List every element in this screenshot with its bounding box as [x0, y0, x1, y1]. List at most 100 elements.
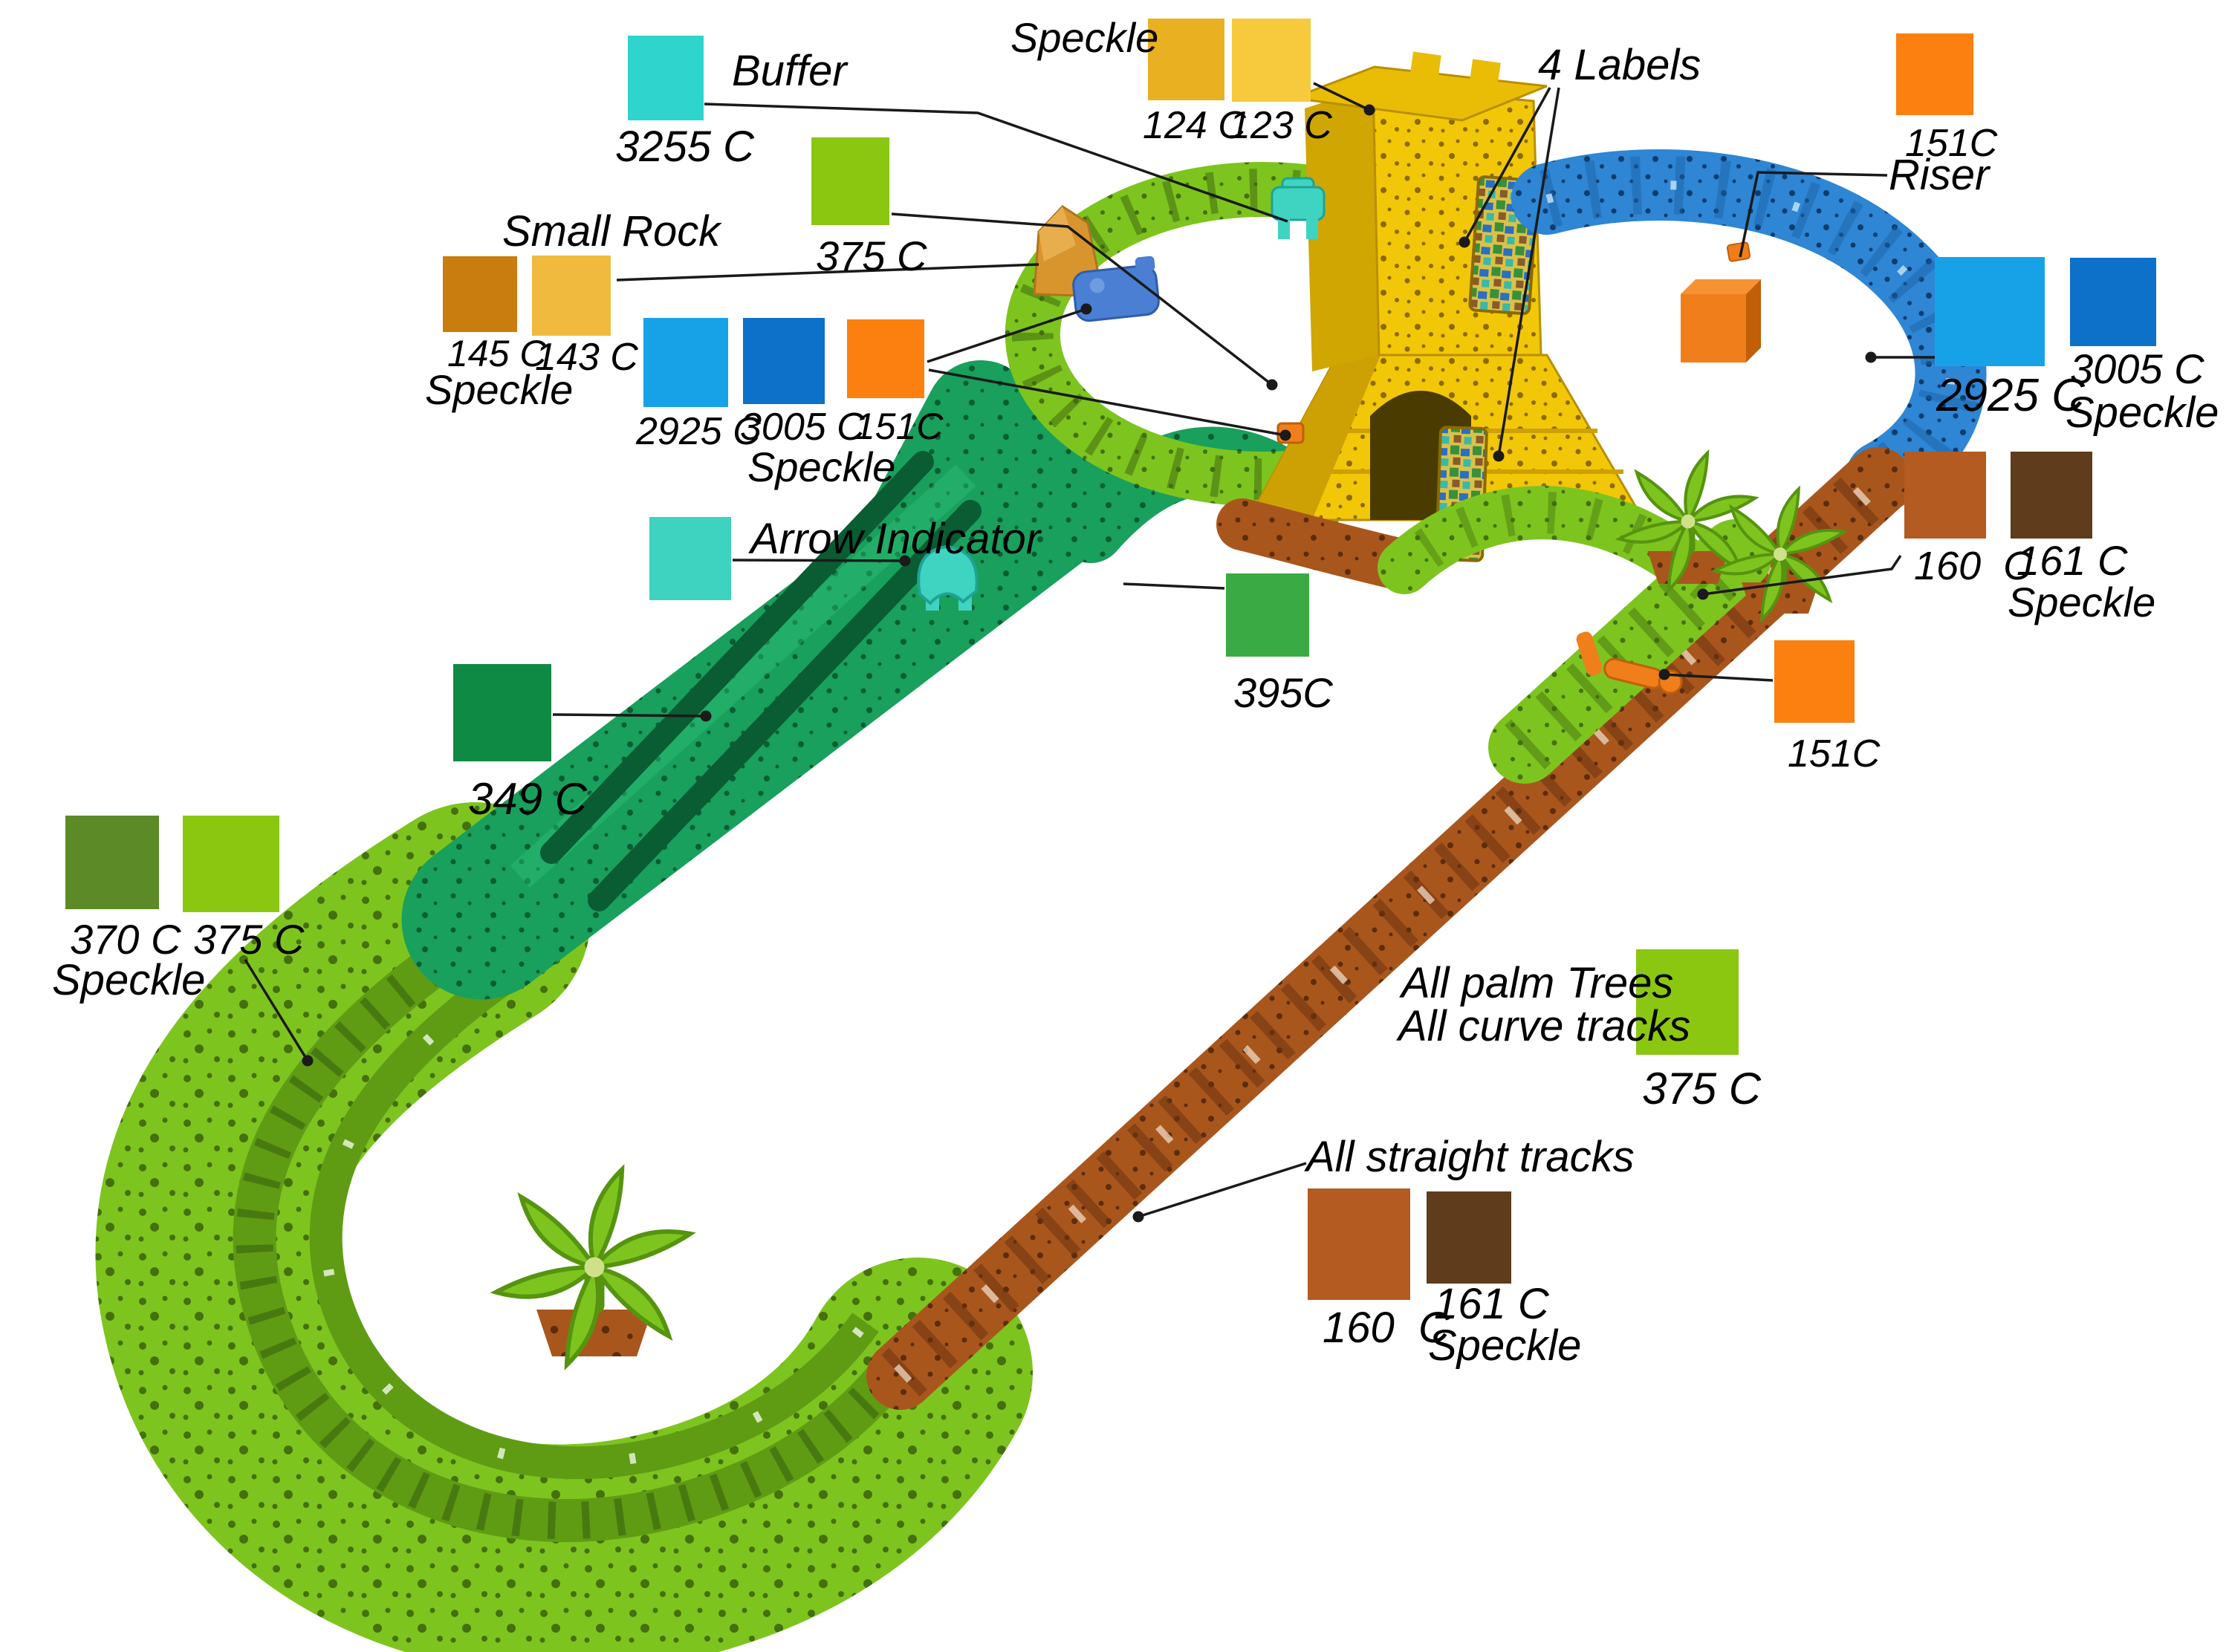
- label-code-145: 145 C: [447, 333, 547, 374]
- swatch-green-349: [453, 664, 551, 761]
- swatch-brown-160-right: [1904, 452, 1986, 539]
- leader-green-349: [552, 713, 707, 718]
- terrain-curve-track: [233, 910, 918, 1543]
- label-palm-line2: All curve tracks: [1398, 1002, 1691, 1050]
- leader-straight-tracks: [1138, 1162, 1307, 1218]
- arrow-indicator-piece: [917, 544, 979, 611]
- leader-blue-cluster-a: [927, 308, 1087, 363]
- label-code-143: 143 C: [535, 336, 638, 379]
- leader-four-labels-a: [1463, 87, 1551, 243]
- swatch-brown-161-right: [2011, 452, 2092, 539]
- leader-dot-green-349: [700, 710, 712, 722]
- swatch-blue-3005-right: [2070, 258, 2156, 346]
- label-riser-name: Riser: [1889, 151, 1990, 199]
- swatch-blue-2925-right: [1935, 257, 2045, 366]
- leader-dot-arrow-indicator: [899, 555, 911, 567]
- label-curve-top-code: 375 C: [816, 232, 927, 279]
- leader-dot-lime-375-bl: [302, 1055, 314, 1067]
- label-buffer-name: Buffer: [732, 47, 847, 95]
- leader-four-labels-b: [1497, 87, 1560, 457]
- leader-dot-brown-160-right: [1697, 588, 1709, 600]
- swatch-arrow-indicator-teal: [649, 517, 731, 600]
- swatch-green-395: [1226, 573, 1309, 657]
- label-code-151-mid: 151C: [1788, 732, 1881, 775]
- swatch-lime-375-bl: [183, 816, 279, 912]
- swatch-orange-151-left: [847, 319, 924, 398]
- label-rock-speckle: Speckle: [425, 366, 574, 413]
- swatch-brown-160-bottom: [1308, 1188, 1410, 1300]
- label-code-161-b: 161 C: [1434, 1280, 1549, 1328]
- leader-curve-375-top: [891, 212, 1274, 386]
- leader-dot-straight-tracks: [1132, 1211, 1144, 1223]
- label-code-2925-r: 2925 C: [1936, 370, 2085, 421]
- swatch-riser-151: [1896, 33, 1973, 115]
- leader-dot-blue-2925-right: [1865, 351, 1877, 363]
- label-code-395: 395C: [1233, 669, 1333, 716]
- label-code-375-r: 375 C: [1642, 1064, 1762, 1113]
- leader-speckle-gold: [1313, 82, 1370, 111]
- leader-small-rock: [616, 263, 1039, 282]
- label-speckle-161-b: Speckle: [1428, 1321, 1582, 1370]
- label-small-rock-name: Small Rock: [502, 207, 721, 256]
- label-palm-line1: All palm Trees: [1401, 959, 1674, 1007]
- label-code-375-bl: 375 C: [193, 916, 305, 963]
- label-code-370: 370 C: [70, 916, 181, 963]
- label-speckle-top: Speckle: [1010, 14, 1159, 61]
- lime-loop-track: [1005, 162, 1331, 507]
- riser-connector: [1726, 241, 1751, 262]
- swatch-lime-375-right: [1636, 949, 1739, 1055]
- swatch-brown-161-bottom: [1427, 1191, 1511, 1284]
- swatch-olive-370: [65, 816, 159, 909]
- riser-block: [1681, 279, 1761, 362]
- leader-dot-four-labels-b: [1493, 450, 1505, 462]
- straight-track: [866, 447, 1912, 1410]
- label-code-124: 124 C: [1143, 104, 1246, 147]
- leader-dot-blue-cluster-a: [1080, 303, 1092, 315]
- label-riser-code: 151C: [1905, 122, 1998, 165]
- leader-dot-blue-cluster-b: [1279, 429, 1291, 441]
- label-code-160-b: 160 C: [1323, 1304, 1450, 1352]
- swatch-rock-145: [443, 256, 517, 332]
- temple: [1246, 51, 1646, 562]
- swatch-blue-3005-left: [743, 318, 825, 404]
- label-code-161-r: 161 C: [2017, 537, 2128, 584]
- swatch-blue-2925-left: [643, 318, 728, 407]
- label-code-349: 349 C: [468, 774, 588, 824]
- leader-blue-cluster-b: [928, 368, 1286, 437]
- leader-dot-curve-375-top: [1266, 379, 1278, 391]
- swatch-speckle-123: [1232, 19, 1311, 102]
- leader-buffer: [704, 103, 1288, 223]
- label-speckle-161-r: Speckle: [2008, 579, 2156, 625]
- switch-track: [1216, 486, 1772, 784]
- label-speckle-3005-r: Speckle: [2066, 388, 2219, 437]
- label-code-3005-r: 3005 C: [2070, 345, 2204, 392]
- leader-lime-375-bl: [244, 959, 309, 1061]
- buffer-piece: [1271, 177, 1326, 239]
- label-four-labels: 4 Labels: [1538, 41, 1701, 89]
- leader-orange-151-mid: [1664, 673, 1774, 682]
- label-buffer-code: 3255 C: [615, 123, 755, 171]
- swatch-speckle-124: [1148, 19, 1224, 100]
- label-arrow-name: Arrow Indicator: [750, 515, 1041, 563]
- swatch-rock-143: [532, 256, 611, 336]
- leader-arrow-indicator: [732, 559, 906, 562]
- leader-dot-orange-151-mid: [1658, 669, 1670, 680]
- label-straight-name: All straight tracks: [1306, 1133, 1635, 1181]
- blue-curve-track: [1511, 149, 1987, 513]
- swatch-buffer-3255: [628, 36, 704, 120]
- label-code-2925-l: 2925 C: [636, 410, 761, 453]
- label-code-123: 123 C: [1229, 104, 1332, 147]
- leader-dot-speckle-gold: [1363, 104, 1375, 116]
- leader-brown-160-right: [1702, 555, 1902, 596]
- label-speckle-370: Speckle: [52, 956, 206, 1004]
- swatch-orange-151-mid: [1774, 640, 1855, 723]
- swatch-curve-375-top: [811, 137, 889, 225]
- leader-green-395: [1123, 582, 1225, 590]
- label-blue-speckle: Speckle: [747, 443, 896, 490]
- label-code-160-r: 160 C: [1914, 544, 2033, 588]
- leader-dot-four-labels-a: [1459, 236, 1470, 248]
